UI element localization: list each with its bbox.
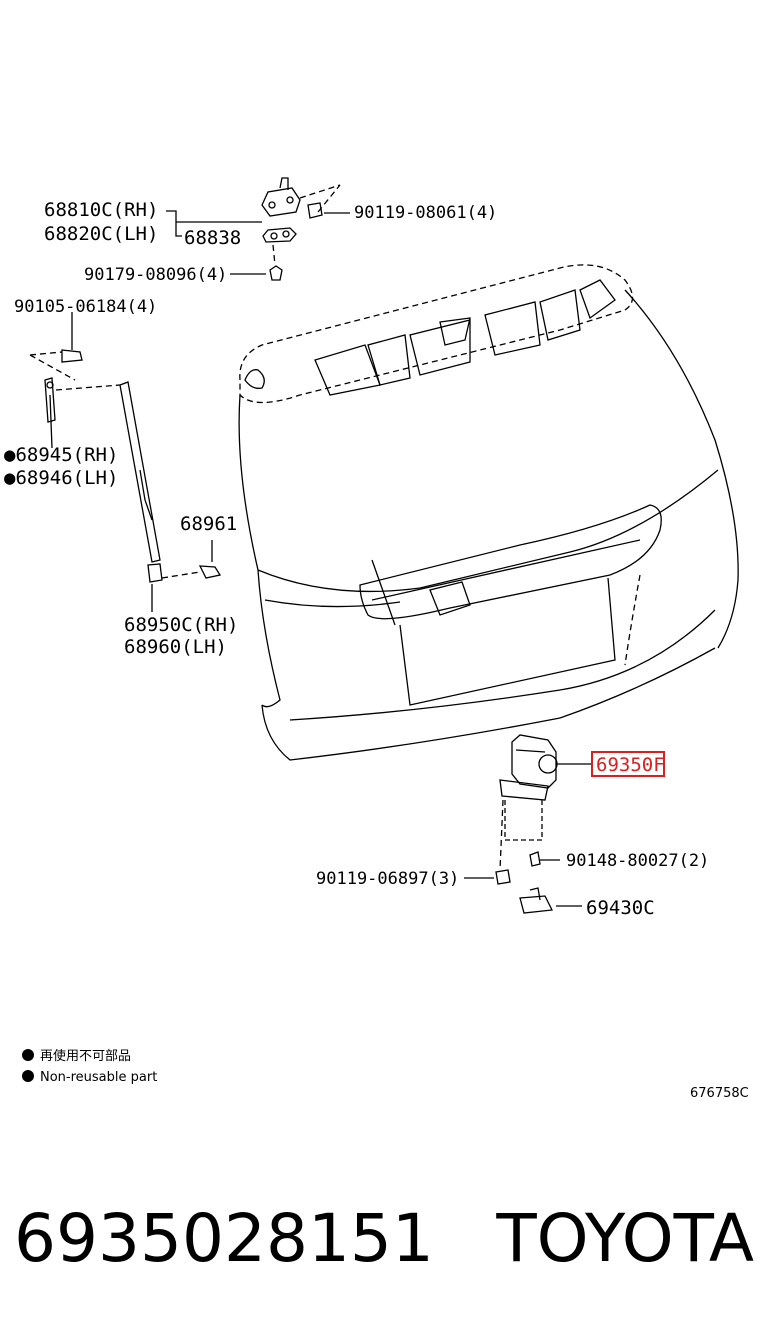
callout-68960: 68960(LH) [124, 636, 227, 658]
callout-90119-08061: 90119-08061(4) [354, 203, 497, 223]
callout-90119-06897: 90119-06897(3) [316, 869, 459, 889]
callout-69430c: 69430C [586, 897, 655, 919]
bullet-icon [22, 1049, 34, 1061]
callout-68838: 68838 [184, 227, 241, 249]
callout-68810c: 68810C(RH) [44, 199, 158, 221]
callout-68945: ●68945(RH) [4, 444, 118, 466]
hinge-68810c [261, 177, 341, 281]
callout-90105-06184: 90105-06184(4) [14, 297, 157, 317]
callout-68950c: 68950C(RH) [124, 614, 238, 636]
legend-en: Non-reusable part [40, 1070, 157, 1085]
callout-90179-08096: 90179-08096(4) [84, 265, 227, 285]
footer: 6935028151 TOYOTA [14, 1188, 754, 1288]
callout-68820c: 68820C(LH) [44, 223, 158, 245]
legend: 再使用不可部品 Non-reusable part [22, 1048, 157, 1085]
legend-jp: 再使用不可部品 [40, 1048, 131, 1064]
back-door-lock-69350f [495, 734, 592, 914]
bullet-icon [22, 1070, 34, 1082]
callout-68961: 68961 [180, 513, 237, 535]
diagram-code: 676758C [690, 1086, 749, 1101]
callout-90148-80027: 90148-80027(2) [566, 851, 709, 871]
leader-lines [71, 210, 582, 907]
brand-name: TOYOTA [496, 1199, 754, 1277]
callout-69350f: 69350F [596, 754, 665, 776]
part-number: 6935028151 [14, 1199, 434, 1277]
highlight-box [591, 751, 665, 777]
callout-68946: ●68946(LH) [4, 467, 118, 489]
back-door-panel [238, 264, 739, 761]
damper-stay-68950c [29, 349, 222, 612]
